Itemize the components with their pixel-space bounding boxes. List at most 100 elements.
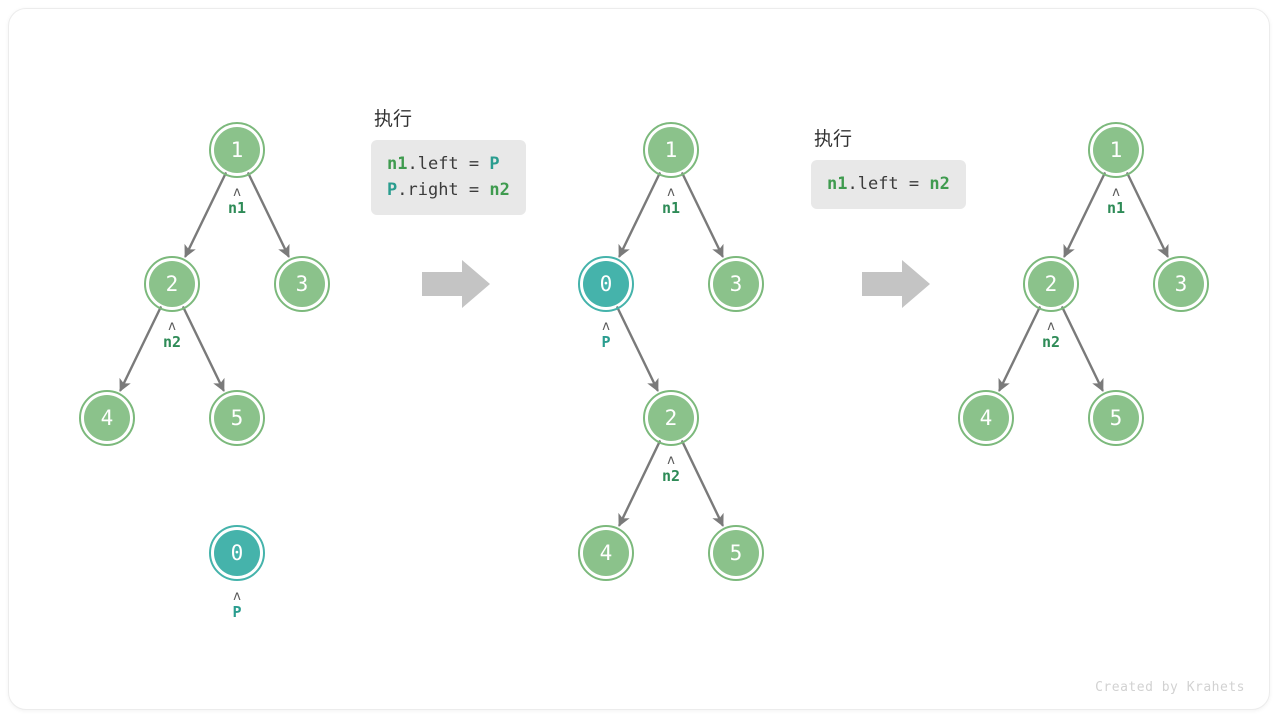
tree-edge — [1061, 306, 1104, 392]
node-disc — [84, 395, 130, 441]
node-value: 1 — [664, 137, 678, 162]
node-ring — [209, 122, 265, 178]
code-token: = — [908, 174, 930, 194]
node-disc — [1093, 395, 1139, 441]
node-ring — [708, 525, 764, 581]
code-token: = — [468, 180, 490, 200]
node-ring — [274, 256, 330, 312]
node-ring — [1023, 256, 1079, 312]
tree-edge-layer — [119, 172, 1169, 527]
node-disc — [279, 261, 325, 307]
step-verb: 执行 — [374, 108, 413, 130]
node-value: 2 — [1044, 271, 1058, 296]
tree-edge — [1063, 172, 1106, 258]
node-disc — [214, 127, 260, 173]
tree-edge — [247, 172, 290, 258]
tree-edge — [998, 306, 1041, 392]
caret-icon: ʌ — [667, 453, 675, 468]
caret-icon: ʌ — [168, 319, 176, 334]
node-ring — [708, 256, 764, 312]
code-line: n1.left = n2 — [827, 171, 950, 197]
node-ring — [209, 525, 265, 581]
pointer-name: n2 — [162, 333, 182, 351]
caret-icon: ʌ — [1047, 319, 1055, 334]
step-annotation-2: 执行 n1.left = n2 — [811, 127, 966, 209]
node-ring — [958, 390, 1014, 446]
pointer-name: P — [601, 333, 611, 351]
tree-edge — [681, 172, 724, 258]
node-disc — [214, 395, 260, 441]
tree-edge — [182, 306, 225, 392]
node-ring — [578, 256, 634, 312]
code-token: = — [468, 154, 490, 174]
pointer-name: n1 — [1106, 199, 1126, 217]
node-value: 2 — [165, 271, 179, 296]
node-value: 4 — [599, 540, 613, 565]
credit-text: Created by Krahets — [1095, 680, 1245, 695]
node-value: 3 — [295, 271, 309, 296]
node-value: 0 — [599, 271, 613, 296]
step-arrow-2 — [862, 260, 930, 308]
node-value: 2 — [664, 405, 678, 430]
node-ring — [643, 390, 699, 446]
node-value: 4 — [100, 405, 114, 430]
node-disc — [1093, 127, 1139, 173]
code-token: P — [489, 154, 500, 174]
pointer-name: n1 — [227, 199, 247, 217]
code-token: n2 — [489, 180, 510, 200]
node-ring — [578, 525, 634, 581]
caret-icon: ʌ — [667, 185, 675, 200]
pointer-name: n2 — [661, 467, 681, 485]
node-ring — [1153, 256, 1209, 312]
code-line: P.right = n2 — [387, 177, 510, 203]
node-value: 3 — [1174, 271, 1188, 296]
tree-edge — [616, 306, 659, 392]
pointer-name: P — [232, 603, 242, 621]
node-value: 4 — [979, 405, 993, 430]
step-arrow-layer — [422, 260, 930, 308]
caret-icon: ʌ — [233, 589, 241, 604]
tree-edge — [618, 440, 661, 527]
code-token: .left — [407, 154, 469, 174]
node-disc — [648, 395, 694, 441]
node-ring — [79, 390, 135, 446]
tree-edge — [184, 172, 227, 258]
caret-icon: ʌ — [233, 185, 241, 200]
code-token: .right — [397, 180, 469, 200]
node-disc — [963, 395, 1009, 441]
node-disc — [713, 261, 759, 307]
code-line: n1.left = P — [387, 151, 510, 177]
node-ring — [144, 256, 200, 312]
pointer-name: n2 — [1041, 333, 1061, 351]
node-disc — [713, 530, 759, 576]
node-disc — [214, 530, 260, 576]
step-verb: 执行 — [814, 128, 853, 150]
caret-icon: ʌ — [1112, 185, 1120, 200]
node-disc — [1158, 261, 1204, 307]
tree-edge — [618, 172, 661, 258]
caret-icon: ʌ — [602, 319, 610, 334]
node-value: 1 — [1109, 137, 1123, 162]
code-token: n2 — [929, 174, 950, 194]
tree-edge — [681, 440, 724, 527]
node-value: 5 — [1109, 405, 1123, 430]
node-ring — [643, 122, 699, 178]
node-disc — [1028, 261, 1074, 307]
node-value: 5 — [729, 540, 743, 565]
node-value: 1 — [230, 137, 244, 162]
node-disc — [583, 530, 629, 576]
node-ring — [1088, 122, 1144, 178]
code-token: P — [387, 180, 398, 200]
tree-edge — [119, 306, 162, 392]
node-disc — [583, 261, 629, 307]
code-token: .left — [847, 174, 909, 194]
